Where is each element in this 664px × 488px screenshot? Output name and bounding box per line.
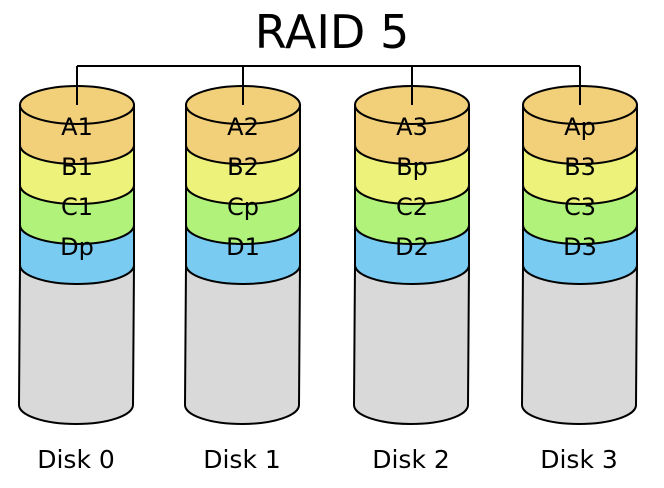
stripe-label: D2 [395,233,429,261]
disk-label: Disk 3 [540,445,618,474]
diagram-title: RAID 5 [255,5,409,59]
stripe-label: B3 [564,153,596,181]
stripe-label: B2 [227,153,259,181]
stripe-label: A1 [61,113,93,141]
stripe-label: D3 [563,233,597,261]
stripe-label: Ap [564,113,596,141]
stripe-label: B1 [61,153,93,181]
stripe-label: A3 [396,113,428,141]
stripe-label: C1 [61,193,93,221]
stripe-label: D1 [226,233,260,261]
disk-label: Disk 2 [372,445,450,474]
stripe-label: Dp [60,233,94,261]
stripe-label: Bp [396,153,428,181]
stripe-label: A2 [227,113,259,141]
disk-label: Disk 0 [37,445,115,474]
disk-label: Disk 1 [203,445,281,474]
stripe-label: C2 [396,193,428,221]
stripe-label: Cp [227,193,259,221]
stripe-label: C3 [564,193,596,221]
